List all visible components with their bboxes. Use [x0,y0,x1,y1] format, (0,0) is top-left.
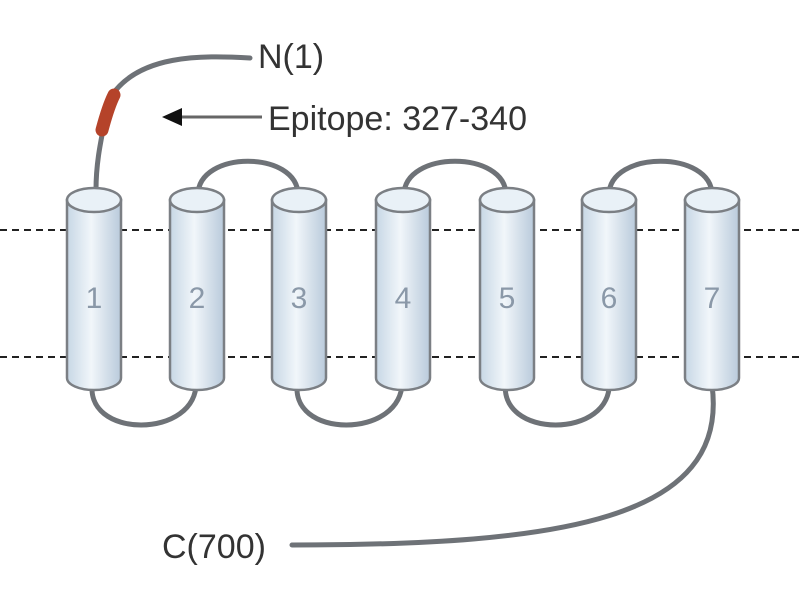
helices: 1 2 3 4 5 6 7 [65,186,741,392]
helix-number-label: 1 [86,282,103,315]
loop-5-6 [502,377,612,428]
helix-top-cap [374,186,432,214]
helix-6: 6 [580,186,638,392]
c-terminus-label: C(700) [162,528,266,566]
helix-2: 2 [168,186,226,392]
helix-body [65,198,123,392]
epitope-label: Epitope: 327-340 [268,100,527,138]
n-terminus-label: N(1) [258,38,324,76]
helix-top-cap [270,186,328,214]
helix-top-cap [683,186,741,214]
loop-2-3 [195,158,301,198]
helix-body [168,198,226,392]
helix-number-label: 7 [704,282,721,315]
helix-number-label: 6 [601,282,618,315]
helix-7: 7 [683,186,741,392]
helix-5: 5 [478,186,536,392]
helix-number-label: 5 [499,282,516,315]
helix-top-cap [580,186,638,214]
loop-3-4 [294,377,405,428]
n-terminal-tail-upper [109,54,253,98]
c-terminal-tail [289,382,716,548]
helix-top-cap [65,186,123,214]
helix-body [374,198,432,392]
helix-top-cap [478,186,536,214]
loop-4-5 [401,158,509,198]
helix-3: 3 [270,186,328,392]
loop-1-2 [89,377,199,428]
helix-top-cap [168,186,226,214]
helix-body [270,198,328,392]
helix-number-label: 4 [395,282,412,315]
epitope-segment [95,88,121,137]
helix-4: 4 [374,186,432,392]
helix-body [580,198,638,392]
epitope-arrow [162,108,262,126]
helix-body [683,198,741,392]
helix-1: 1 [65,186,123,392]
loop-6-7 [606,158,715,198]
loops [89,54,716,548]
helix-body [478,198,536,392]
helix-number-label: 2 [189,282,206,315]
helix-number-label: 3 [291,282,308,315]
